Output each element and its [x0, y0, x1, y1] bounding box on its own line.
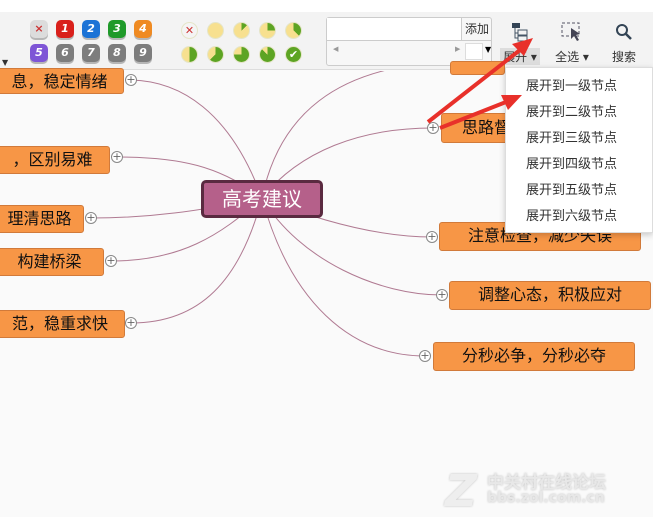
color-swatch[interactable]	[465, 43, 483, 60]
mindmap-node[interactable]: 调整心态，积极应对	[449, 281, 651, 310]
expand-node-icon[interactable]: +	[125, 73, 137, 86]
progress-87.5-icon[interactable]	[259, 46, 276, 63]
select-all-button[interactable]: 全选 ▾	[552, 20, 592, 66]
expand-node-icon[interactable]: +	[111, 150, 123, 163]
search-label: 搜索	[611, 50, 636, 64]
expand-node-icon[interactable]: +	[125, 316, 137, 329]
scroll-right-icon[interactable]: ▶	[455, 45, 461, 53]
mindmap-node[interactable]: ，区别易难	[0, 146, 110, 174]
link	[130, 197, 263, 324]
expand-node-icon[interactable]: +	[85, 211, 97, 224]
progress-done-icon[interactable]: ✔	[285, 46, 302, 63]
priority-9-icon[interactable]: 9	[134, 44, 152, 62]
expand-node-icon[interactable]: +	[419, 349, 431, 362]
topic-input-panel: 添加 ◀ ▶ ▼	[326, 17, 492, 66]
watermark-logo: Z	[445, 466, 477, 517]
expand-node-icon[interactable]: +	[436, 288, 448, 301]
expand-dropdown-menu: 展开到一级节点 展开到二级节点 展开到三级节点 展开到四级节点 展开到五级节点 …	[505, 67, 653, 233]
menu-item-expand-level-5[interactable]: 展开到五级节点	[526, 183, 618, 198]
priority-6-icon[interactable]: 6	[56, 44, 74, 62]
progress-75-icon[interactable]	[233, 46, 250, 63]
search-icon	[604, 20, 644, 44]
progress-50-icon[interactable]	[181, 46, 198, 63]
progress-37.5-icon[interactable]	[285, 22, 302, 39]
mindmap-node[interactable]: 理清思路	[0, 205, 84, 233]
mindmap-node[interactable]: 息，稳定情绪	[0, 68, 124, 94]
priority-7-icon[interactable]: 7	[82, 44, 100, 62]
mindmap-node[interactable]: 分秒必争，分秒必夺	[433, 342, 635, 371]
search-button[interactable]: 搜索	[604, 20, 644, 66]
progress-0-icon[interactable]	[207, 22, 224, 39]
central-topic[interactable]: 高考建议	[201, 180, 323, 218]
menu-item-expand-level-6[interactable]: 展开到六级节点	[526, 209, 618, 224]
priority-2-icon[interactable]: 2	[82, 20, 100, 38]
link	[130, 79, 263, 199]
priority-8-icon[interactable]: 8	[108, 44, 126, 62]
progress-12.5-icon[interactable]	[233, 22, 250, 39]
dropdown-caret-icon[interactable]: ▼	[2, 58, 9, 67]
menu-item-expand-level-4[interactable]: 展开到四级节点	[526, 157, 618, 172]
link	[261, 71, 385, 199]
topic-input[interactable]	[327, 18, 462, 41]
priority-4-icon[interactable]: 4	[134, 20, 152, 38]
select-all-label: 全选	[555, 50, 580, 64]
scroll-left-icon[interactable]: ◀	[333, 45, 339, 53]
priority-remove-icon[interactable]: ×	[30, 20, 48, 38]
expand-node-icon[interactable]: +	[427, 121, 439, 134]
mindmap-node-partial[interactable]	[450, 61, 505, 75]
expand-button[interactable]: 展开 ▾	[500, 20, 540, 66]
mindmap-node[interactable]: 构建桥梁	[0, 248, 104, 276]
mindmap-node[interactable]: 范，稳重求快	[0, 310, 125, 338]
color-dropdown-icon[interactable]: ▼	[485, 45, 492, 54]
top-strip	[0, 0, 653, 12]
priority-1-icon[interactable]: 1	[56, 20, 74, 38]
progress-62.5-icon[interactable]	[207, 46, 224, 63]
menu-item-expand-level-1[interactable]: 展开到一级节点	[526, 79, 618, 94]
select-icon	[552, 20, 592, 44]
expand-icon	[500, 20, 540, 44]
link	[261, 197, 443, 296]
link	[261, 197, 426, 357]
progress-remove-icon[interactable]: ✕	[181, 22, 198, 39]
expand-label: 展开	[503, 50, 528, 64]
priority-3-icon[interactable]: 3	[108, 20, 126, 38]
progress-25-icon[interactable]	[259, 22, 276, 39]
add-button[interactable]: 添加	[462, 18, 492, 41]
menu-item-expand-level-3[interactable]: 展开到三级节点	[526, 131, 618, 146]
expand-node-icon[interactable]: +	[426, 230, 438, 243]
menu-item-expand-level-2[interactable]: 展开到二级节点	[526, 105, 618, 120]
expand-node-icon[interactable]: +	[105, 254, 117, 267]
priority-5-icon[interactable]: 5	[30, 44, 48, 62]
